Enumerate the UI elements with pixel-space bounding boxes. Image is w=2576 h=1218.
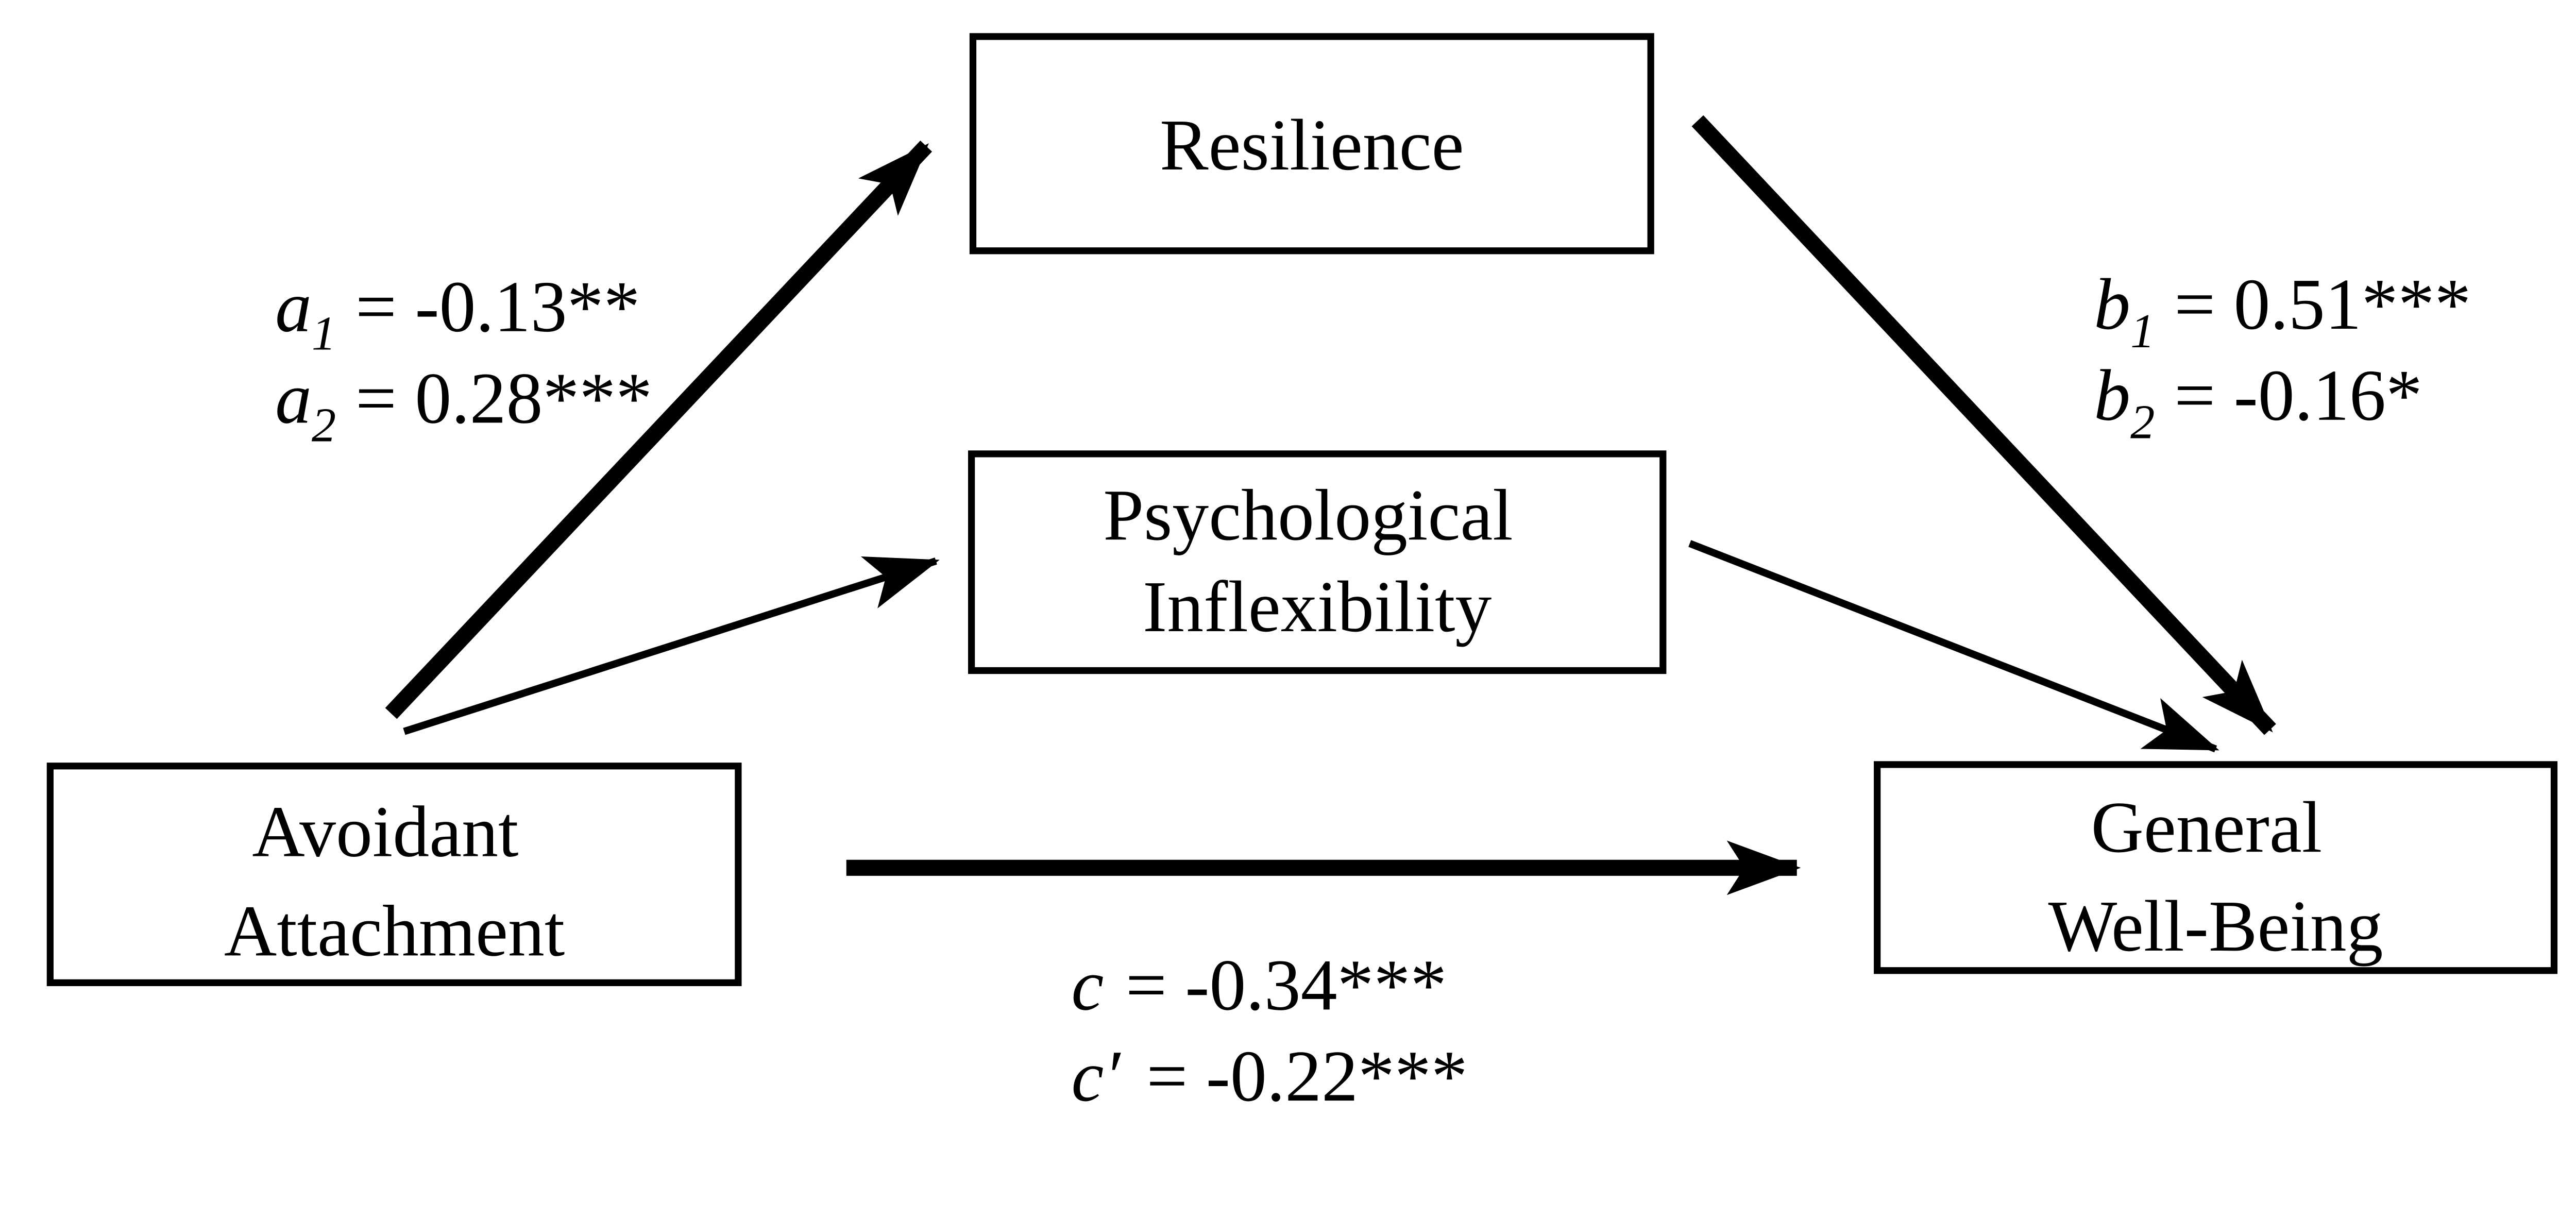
path-b1-arrow xyxy=(1691,115,2276,735)
path-a2-label: a2= 0.28*** xyxy=(275,358,652,452)
avoidant-attachment-node xyxy=(46,763,742,986)
path-a1-label: a1= -0.13** xyxy=(275,266,640,361)
resilience-label: Resilience xyxy=(1160,105,1464,185)
general-well-being-node xyxy=(1874,761,2558,974)
general-well-being-label: General Well-Being xyxy=(2048,787,2383,967)
resilience-node xyxy=(969,33,1654,255)
path-c-prime-label: c′= -0.22*** xyxy=(1071,1036,1467,1116)
path-c-label: c= -0.34*** xyxy=(1071,944,1447,1025)
path-b2-arrow xyxy=(1688,540,2219,753)
path-b2-label: b2= -0.16* xyxy=(2094,355,2422,449)
path-a2-arrow xyxy=(403,556,940,735)
avoidant-attachment-label: Avoidant Attachment xyxy=(224,791,565,972)
diagram-canvas: Resilience Psychological Inflexibility A… xyxy=(46,33,2558,1117)
psychological-inflexibility-label: Psychological Inflexibility xyxy=(1103,475,1531,647)
psychological-inflexibility-node xyxy=(968,450,1667,674)
path-b1-label: b1= 0.51*** xyxy=(2094,264,2471,358)
mediation-diagram: Resilience Psychological Inflexibility A… xyxy=(46,33,2558,1117)
path-a1-arrow xyxy=(385,140,933,719)
